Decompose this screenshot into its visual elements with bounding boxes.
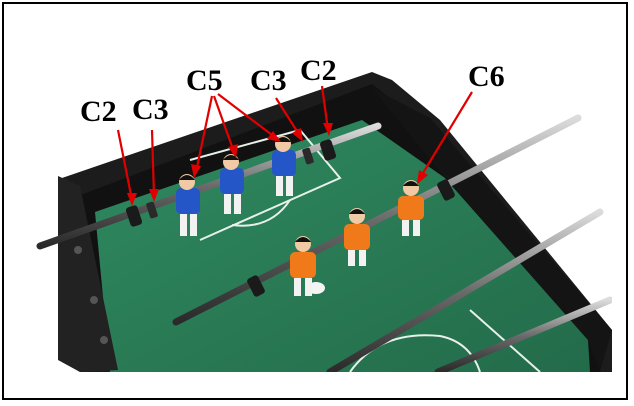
bolt-2 [90,296,98,304]
callout-arrows [116,85,473,206]
penalty-box-line [189,128,342,241]
bumper-c2-right [319,139,337,161]
orange-player-3 [398,180,424,236]
bumper-c2-left [125,205,143,227]
callout-c2-left: C2 [80,95,117,128]
photo-bottom-margin [4,372,626,398]
bolt-1 [74,246,82,254]
penalty-arc [231,199,291,227]
orange-player-1 [290,236,316,296]
callout-c2-right: C2 [300,54,337,87]
rod-front-2 [434,296,614,376]
callout-c3-right: C3 [250,64,287,97]
blue-player-2 [220,154,244,214]
orange-player-2 [344,208,370,266]
callout-c6: C6 [468,60,505,93]
bumper-c6 [437,179,455,201]
rod-orange [172,114,582,326]
bolt-3 [100,336,108,344]
bumper-c3-left [146,201,158,219]
bumper-c3-right [302,147,314,165]
rod-front-1 [326,208,604,376]
photo-right-margin [612,4,626,398]
cabinet-left-end [58,176,118,372]
bumper-orange-left [247,275,265,297]
blue-player-1 [176,174,200,236]
callout-c3-left: C3 [132,93,169,126]
callout-c5: C5 [186,64,223,97]
